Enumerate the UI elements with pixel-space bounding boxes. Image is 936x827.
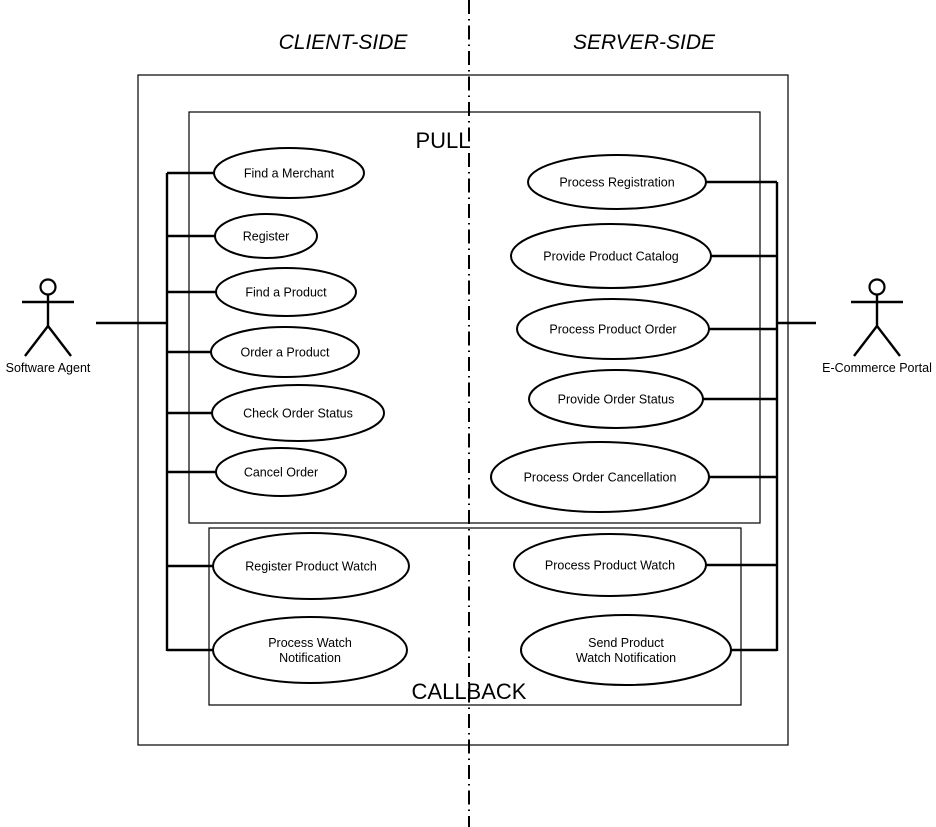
use-case-provide-product-catalog[interactable]: Provide Product Catalog — [510, 223, 712, 289]
association-connectors-layer — [96, 171, 816, 652]
use-case-process-product-watch[interactable]: Process Product Watch — [513, 533, 707, 597]
use-case-label: Check Order Status — [243, 407, 353, 421]
use-case-find-a-merchant[interactable]: Find a Merchant — [213, 147, 365, 199]
server-side-title: SERVER-SIDE — [573, 31, 716, 54]
use-case-ellipse — [215, 447, 347, 497]
use-case-ellipse — [520, 614, 732, 686]
use-case-provide-order-status[interactable]: Provide Order Status — [528, 369, 704, 429]
use-case-ellipse — [211, 384, 385, 442]
actor-head-icon — [868, 278, 886, 296]
use-case-cancel-order[interactable]: Cancel Order — [215, 447, 347, 497]
use-case-ellipse — [490, 441, 710, 513]
use-case-label: Find a Merchant — [244, 167, 335, 181]
use-case-label: Process Order Cancellation — [524, 471, 677, 485]
use-case-process-product-order[interactable]: Process Product Order — [516, 298, 710, 360]
use-case-label: Notification — [279, 651, 341, 665]
use-case-ellipse — [212, 532, 410, 600]
use-case-ellipse — [516, 298, 710, 360]
use-case-label: Watch Notification — [576, 651, 676, 665]
actor-head-icon — [39, 278, 57, 296]
use-case-ellipse — [214, 213, 318, 259]
use-case-ellipse — [213, 147, 365, 199]
callback-group-box — [208, 527, 742, 706]
use-case-register[interactable]: Register — [214, 213, 318, 259]
use-case-ellipse — [527, 154, 707, 210]
actor-left-leg-icon — [24, 325, 49, 357]
use-case-order-a-product[interactable]: Order a Product — [210, 326, 360, 378]
frames-layer — [137, 74, 789, 746]
client-side-title: CLIENT-SIDE — [279, 31, 409, 54]
actor-left-leg-icon — [853, 325, 878, 357]
use-case-ellipse — [212, 616, 408, 684]
actor-e-commerce-portal[interactable]: E-Commerce Portal — [822, 278, 932, 376]
actor-label-e-commerce-portal: E-Commerce Portal — [822, 361, 932, 375]
use-case-label: Send Product — [588, 636, 664, 650]
callback-group-label: CALLBACK — [412, 679, 527, 704]
use-case-label: Provide Product Catalog — [543, 250, 679, 264]
use-case-ellipse — [215, 267, 357, 317]
use-case-ellipse — [210, 326, 360, 378]
actor-right-leg-icon — [876, 325, 901, 357]
use-case-label: Process Watch — [268, 636, 352, 650]
use-case-process-order-cancellation[interactable]: Process Order Cancellation — [490, 441, 710, 513]
pull-group-box — [188, 111, 761, 524]
actor-right-leg-icon — [47, 325, 72, 357]
pull-group-label: PULL — [415, 128, 470, 153]
use-case-label: Process Registration — [559, 176, 674, 190]
use-case-ellipse — [513, 533, 707, 597]
use-case-label: Process Product Order — [549, 323, 676, 337]
actor-label-software-agent: Software Agent — [6, 361, 91, 375]
use-case-label: Order a Product — [241, 346, 330, 360]
use-case-process-registration[interactable]: Process Registration — [527, 154, 707, 210]
use-case-label: Cancel Order — [244, 466, 318, 480]
use-case-label: Register — [243, 230, 290, 244]
use-case-find-a-product[interactable]: Find a Product — [215, 267, 357, 317]
use-case-label: Find a Product — [245, 286, 327, 300]
use-case-register-product-watch[interactable]: Register Product Watch — [212, 532, 410, 600]
use-case-label: Register Product Watch — [245, 560, 377, 574]
use-case-ellipse — [528, 369, 704, 429]
actor-software-agent[interactable]: Software Agent — [6, 278, 91, 376]
use-case-label: Provide Order Status — [558, 393, 675, 407]
use-case-check-order-status[interactable]: Check Order Status — [211, 384, 385, 442]
use-case-ellipse — [510, 223, 712, 289]
actors-layer: Software Agent E-Commerce Portal — [6, 278, 932, 376]
use-case-label: Process Product Watch — [545, 559, 675, 573]
system-boundary-box — [137, 74, 789, 746]
